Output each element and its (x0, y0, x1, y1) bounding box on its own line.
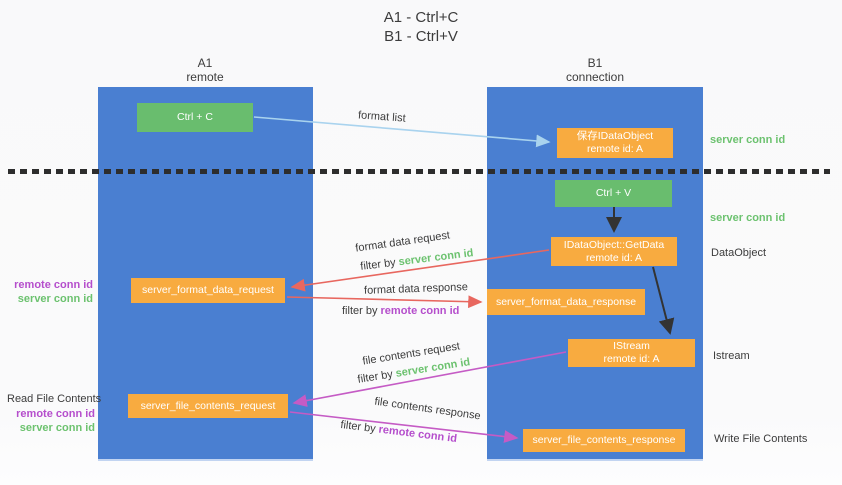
node-idataobject-getdata-line2: remote id: A (585, 251, 643, 264)
node-save-idataobject: 保存IDataObject remote id: A (557, 128, 673, 158)
node-save-idataobject-line1: 保存IDataObject (576, 130, 654, 142)
arrow-format-data-request (290, 249, 550, 292)
arrow-file-contents-response (289, 411, 519, 443)
node-idataobject-getdata-line1: IDataObject::GetData (563, 238, 665, 251)
node-ctrl-v-label: Ctrl + V (595, 187, 632, 199)
side-label-dataobject: DataObject (711, 247, 767, 259)
diagram-title: A1 - Ctrl+C B1 - Ctrl+V (0, 8, 842, 46)
side-label-server-conn-id-mid: server conn id (710, 212, 786, 224)
title-line-2: B1 - Ctrl+V (384, 28, 458, 45)
node-server-format-data-response-label: server_format_data_response (495, 295, 637, 308)
session-divider-dashed-line (8, 169, 830, 174)
filter-by-text: filter by (342, 305, 381, 317)
title-line-1: A1 - Ctrl+C (383, 9, 459, 26)
edge-label-filter-by-remote-conn-id-1: filter by remote conn id (342, 305, 459, 317)
node-server-file-contents-response: server_file_contents_response (523, 429, 685, 452)
node-istream-line1: IStream (613, 340, 650, 352)
remote-conn-id-label: remote conn id (14, 279, 93, 291)
side-label-read-file-contents: Read File Contents (7, 393, 102, 405)
node-server-file-contents-request: server_file_contents_request (128, 394, 288, 418)
lane-header-b1: B1 connection (525, 56, 665, 84)
remote-conn-id-label: remote conn id (16, 408, 95, 420)
remote-conn-id-text: remote conn id (380, 305, 460, 317)
arrow-file-contents-request (292, 351, 567, 407)
side-label-write-file-contents: Write File Contents (714, 433, 808, 445)
side-label-conn-ids-left-bottom: remote conn id server conn id (2, 407, 95, 435)
node-istream: IStream remote id: A (568, 339, 695, 367)
node-server-format-data-response: server_format_data_response (487, 289, 645, 315)
node-server-format-data-request-label: server_format_data_request (142, 284, 274, 296)
node-server-file-contents-request-label: server_file_contents_request (140, 399, 276, 412)
arrow-getdata-to-istream (652, 266, 675, 335)
node-idataobject-getdata: IDataObject::GetData remote id: A (551, 237, 677, 266)
node-ctrl-v: Ctrl + V (555, 180, 672, 207)
node-server-file-contents-response-label: server_file_contents_response (532, 434, 676, 446)
node-ctrl-c: Ctrl + C (137, 103, 253, 132)
node-server-format-data-request: server_format_data_request (131, 278, 285, 303)
side-label-conn-ids-left-top: remote conn id server conn id (0, 278, 93, 306)
lane-b1-subtitle: connection (565, 70, 625, 84)
node-ctrl-c-label: Ctrl + C (177, 111, 213, 123)
side-label-istream: Istream (713, 350, 750, 362)
arrow-format-list (253, 116, 551, 148)
lane-header-a1: A1 remote (135, 56, 275, 84)
arrow-format-data-response (286, 295, 483, 309)
lane-a1-name: A1 (197, 56, 213, 70)
side-label-server-conn-id-top: server conn id (710, 134, 786, 146)
server-conn-id-label: server conn id (19, 422, 95, 434)
server-conn-id-label: server conn id (17, 293, 93, 305)
node-save-idataobject-line2: remote id: A (586, 143, 644, 155)
node-istream-line2: remote id: A (603, 353, 660, 365)
lane-b1-name: B1 (587, 56, 603, 70)
lane-a1-subtitle: remote (186, 70, 224, 84)
